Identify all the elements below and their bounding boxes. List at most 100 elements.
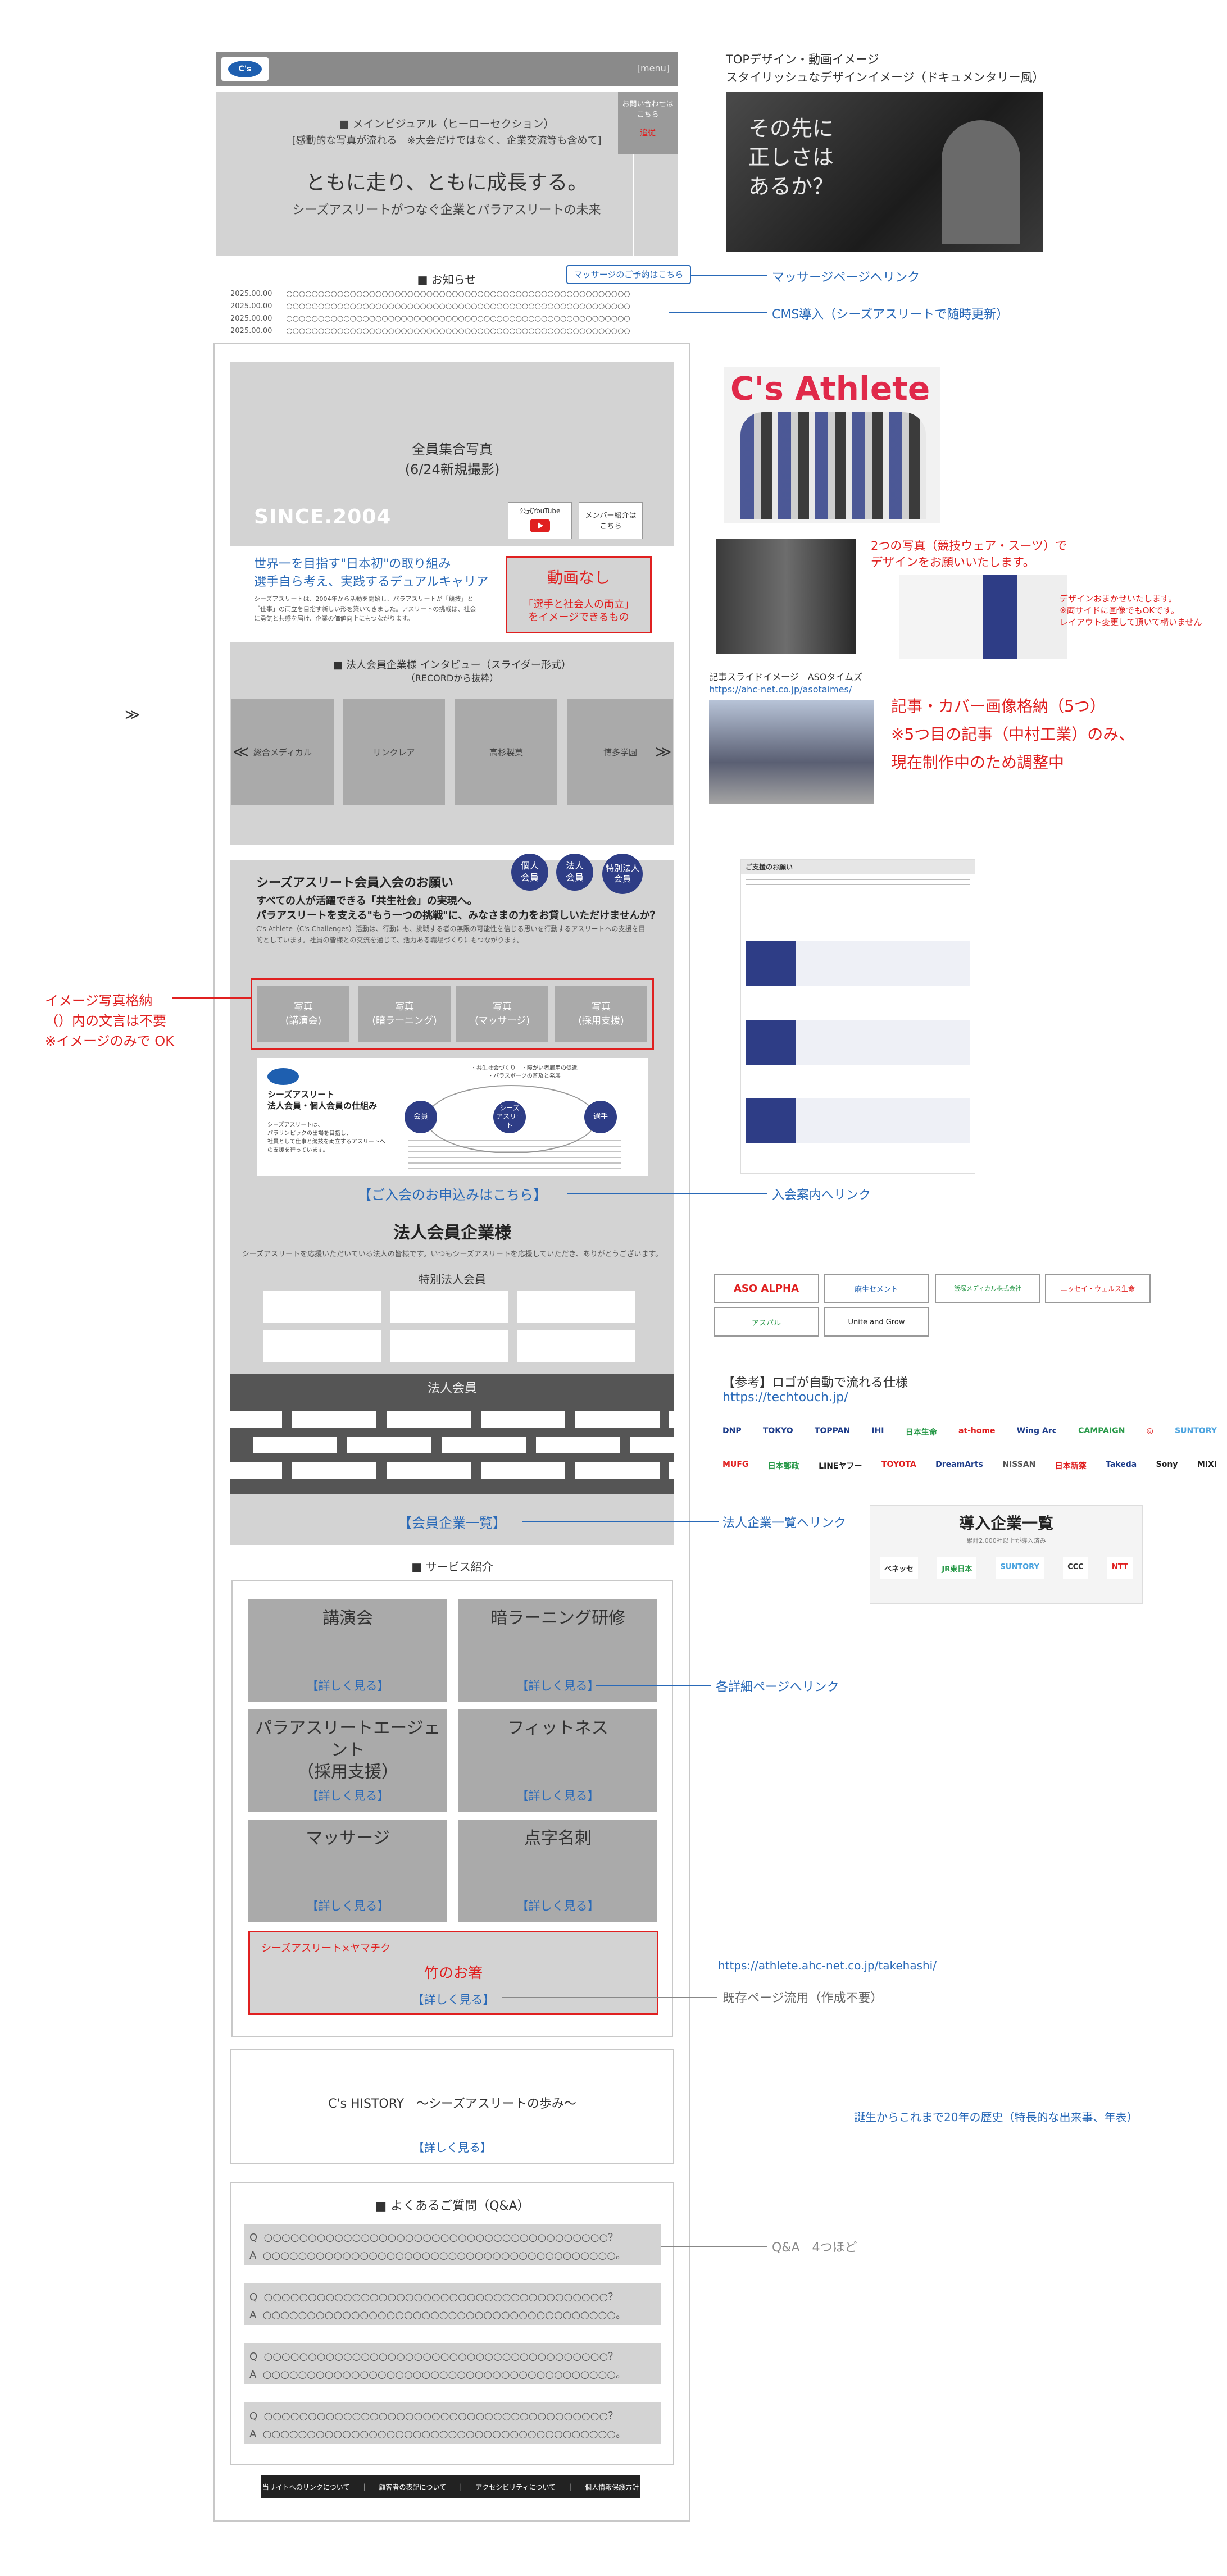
- video-placeholder: 動画なし 「選手と社会人の両立」 をイメージできるもの: [506, 556, 652, 633]
- faq-item[interactable]: Q ○○○○○○○○○○○○○○○○○○○○○○○○○○○○○○○○○○○○○○…: [244, 2224, 661, 2265]
- special-service-url[interactable]: https://athlete.ahc-net.co.jp/takehashi/: [718, 1959, 937, 1972]
- service-detail-link[interactable]: 【詳しく見る】: [516, 1789, 599, 1803]
- faq-item[interactable]: Q ○○○○○○○○○○○○○○○○○○○○○○○○○○○○○○○○○○○○○○…: [244, 2343, 661, 2384]
- news-item[interactable]: 2025.00.00 ○○○○○○○○○○○○○○○○○○○○○○○○○○○○○…: [230, 290, 680, 302]
- logo-nissay-wealth: ニッセイ・ウェルス生命: [1045, 1274, 1151, 1303]
- design-note-sub: スタイリッシュなデザインイメージ（ドキュメンタリー風）: [726, 71, 1044, 84]
- slide-card[interactable]: 博多学園: [567, 699, 673, 805]
- special-logo-slot: [517, 1291, 635, 1323]
- suit-athletes-photo: [716, 539, 856, 654]
- badge-corporate[interactable]: 法人 会員: [556, 854, 593, 891]
- faq-item[interactable]: Q ○○○○○○○○○○○○○○○○○○○○○○○○○○○○○○○○○○○○○○…: [244, 2283, 661, 2325]
- history-link[interactable]: 【詳しく見る】: [413, 2141, 492, 2154]
- intro-logo: NTT: [1107, 1557, 1133, 1579]
- logo-strip-item: 日本新薬: [1055, 1462, 1087, 1471]
- faq-answer: A ○○○○○○○○○○○○○○○○○○○○○○○○○○○○○○○○○○○○○○…: [249, 2428, 626, 2440]
- news-item[interactable]: 2025.00.00 ○○○○○○○○○○○○○○○○○○○○○○○○○○○○○…: [230, 327, 680, 339]
- logo-strip-item: TOPPAN: [814, 1426, 851, 1435]
- news-item[interactable]: 2025.00.00 ○○○○○○○○○○○○○○○○○○○○○○○○○○○○○…: [230, 314, 680, 327]
- article-note-2: ※5つ目の記事（中村工業）のみ、: [891, 725, 1135, 744]
- service-card-agent[interactable]: パラアスリートエージェント （採用支援） 【詳しく見る】: [248, 1709, 447, 1812]
- apply-note: 入会案内へリンク: [772, 1188, 871, 1202]
- top-design-image-person: [942, 120, 1020, 244]
- special-service-card[interactable]: シーズアスリート×ヤマチク 竹のお箸 【詳しく見る】: [248, 1931, 658, 2015]
- news-text: ○○○○○○○○○○○○○○○○○○○○○○○○○○○○○○○○○○○○○○○○…: [286, 302, 630, 311]
- doc-title: ご支援のお願い: [741, 860, 975, 874]
- members-bar: 法人会員: [230, 1374, 674, 1404]
- logo-strip-item: Wing Arc: [1016, 1426, 1057, 1435]
- member-list-link[interactable]: 【会員企業一覧】: [398, 1515, 506, 1531]
- logo-unite-grow: Unite and Grow: [824, 1307, 929, 1337]
- diagram-detail-lines: [408, 1140, 621, 1169]
- footer-link[interactable]: 顧客者の表記について: [379, 2483, 447, 2491]
- doc-lines: [746, 879, 970, 924]
- service-card-dark-learning[interactable]: 暗ラーニング研修 【詳しく見る】: [458, 1599, 657, 1702]
- member-intro-button[interactable]: メンバー紹介は こちら: [579, 502, 643, 539]
- photo-lecture: 写真 (講演会): [257, 986, 349, 1042]
- service-card-braille[interactable]: 点字名刺 【詳しく見る】: [458, 1820, 657, 1922]
- video-none-label: 動画なし: [547, 568, 610, 587]
- cms-note-line: [669, 312, 767, 313]
- youtube-button[interactable]: 公式YouTube: [508, 502, 572, 539]
- menu-button[interactable]: [menu]: [637, 63, 670, 74]
- special-logo-slot: [517, 1330, 635, 1362]
- service-detail-link[interactable]: 【詳しく見る】: [306, 1899, 389, 1913]
- special-note-line: [502, 1997, 717, 1998]
- news-date: 2025.00.00: [230, 314, 272, 323]
- logo-strip-item: DNP: [722, 1426, 742, 1435]
- slide-url[interactable]: https://ahc-net.co.jp/asotaimes/: [709, 684, 852, 695]
- special-service-title: 竹のお箸: [424, 1965, 483, 1982]
- service-card-fitness[interactable]: フィットネス 【詳しく見る】: [458, 1709, 657, 1812]
- badge-individual[interactable]: 個人 会員: [511, 854, 548, 891]
- photo-note-3: ※イメージのみで OK: [45, 1033, 174, 1049]
- contact-sub: 追従: [640, 129, 656, 138]
- faq-answer: A ○○○○○○○○○○○○○○○○○○○○○○○○○○○○○○○○○○○○○○…: [249, 2309, 626, 2321]
- slide-card[interactable]: 高杉製菓: [455, 699, 557, 805]
- footer-link[interactable]: アクセシビリティについて: [475, 2483, 556, 2491]
- service-detail-link[interactable]: 【詳しく見る】: [306, 1789, 389, 1803]
- special-logo-slot: [263, 1291, 381, 1323]
- diagram-node-cs: シーズ アスリート: [493, 1101, 526, 1133]
- service-detail-link[interactable]: 【詳しく見る】: [306, 1679, 389, 1693]
- service-detail-link[interactable]: 【詳しく見る】: [516, 1679, 599, 1693]
- apply-link[interactable]: 【ご入会のお申込みはこちら】: [358, 1187, 547, 1203]
- logo-ref-url[interactable]: https://techtouch.jp/: [722, 1390, 848, 1405]
- youtube-icon: [530, 519, 550, 532]
- logo-strip-1: DNP TOKYO TOPPAN IHI 日本生命 at-home Wing A…: [722, 1426, 1217, 1443]
- service-card-lecture[interactable]: 講演会 【詳しく見る】: [248, 1599, 447, 1702]
- video-note: 「選手と社会人の両立」 をイメージできるもの: [523, 599, 634, 624]
- logo-strip-item: DreamArts: [935, 1460, 983, 1469]
- special-corporate-title: 特別法人会員: [419, 1273, 486, 1286]
- detail-note: 各詳細ページへリンク: [716, 1680, 839, 1694]
- service-detail-link[interactable]: 【詳しく見る】: [516, 1899, 599, 1913]
- diagram-logo: [267, 1068, 299, 1085]
- footer-link[interactable]: 個人情報保護方針: [585, 2483, 639, 2491]
- slide-card-label: 高杉製菓: [489, 747, 523, 758]
- logo-strip-item: TOYOTA: [881, 1460, 916, 1469]
- service-card-massage[interactable]: マッサージ 【詳しく見る】: [248, 1820, 447, 1922]
- faq-item[interactable]: Q ○○○○○○○○○○○○○○○○○○○○○○○○○○○○○○○○○○○○○○…: [244, 2402, 661, 2444]
- logo-iizuka-medical: 飯塚メディカル株式会社: [935, 1274, 1040, 1303]
- slider-prev-arrow[interactable]: ≪: [233, 742, 249, 761]
- apply-note-line: [567, 1193, 767, 1194]
- special-service-link[interactable]: 【詳しく見る】: [412, 1993, 495, 2007]
- badge-special-corporate[interactable]: 特別法人 会員: [602, 854, 643, 894]
- logo-aso-alpha: ASO ALPHA: [714, 1274, 819, 1303]
- news-text: ○○○○○○○○○○○○○○○○○○○○○○○○○○○○○○○○○○○○○○○○…: [286, 290, 630, 298]
- contact-float-button[interactable]: お問い合わせは こちら 追従: [618, 92, 678, 154]
- photo-note-2: （）内の文言は不要: [45, 1013, 166, 1029]
- site-header: C's [menu]: [216, 52, 678, 86]
- logo[interactable]: C's: [221, 57, 269, 81]
- since-label: SINCE.2004: [254, 505, 392, 528]
- doc-table-1: [746, 941, 970, 986]
- slider-next-arrow[interactable]: ≫: [655, 742, 672, 761]
- footer-link[interactable]: 当サイトへのリンクについて: [262, 2483, 350, 2491]
- massage-reserve-button[interactable]: マッサージのご予約はこちら: [566, 265, 691, 284]
- news-item[interactable]: 2025.00.00 ○○○○○○○○○○○○○○○○○○○○○○○○○○○○○…: [230, 302, 680, 314]
- two-photos-note: 2つの写真（競技ウェア・スーツ）で デザインをお願いいたします。: [871, 539, 1067, 569]
- logo-ref-note: 【参考】ロゴが自動で流れる仕様: [722, 1376, 908, 1390]
- hero-subtitle: [感動的な写真が流れる ※大会だけではなく、企業交流等も含めて]: [292, 135, 602, 147]
- slide-card[interactable]: リンクレア: [343, 699, 445, 805]
- slide-card[interactable]: 総合メディカル: [231, 699, 334, 805]
- athlete-title: C's Athlete: [730, 370, 930, 408]
